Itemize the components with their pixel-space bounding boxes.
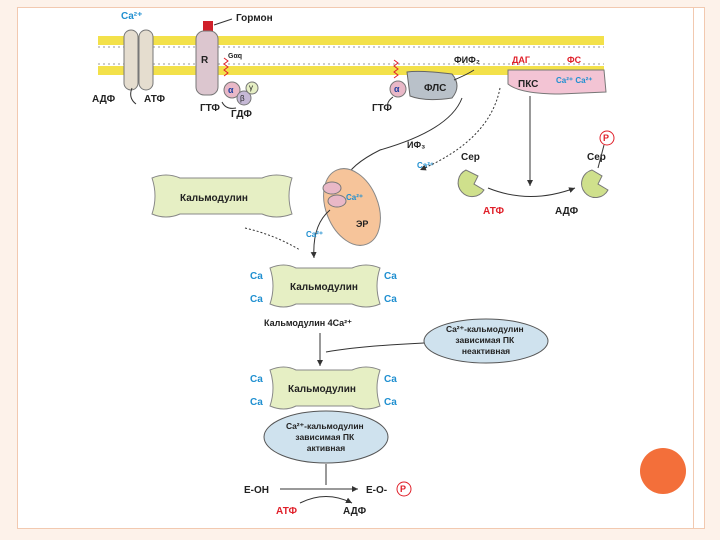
gamma-label: γ xyxy=(249,83,253,92)
e-o-label: E-O- xyxy=(366,485,387,496)
calmodulin-top xyxy=(151,174,293,218)
calmodulin-4ca-label: Кальмодулин 4Ca²⁺ xyxy=(264,318,352,328)
pkc-label: ПКС xyxy=(518,79,538,90)
ca-mid-bl: Ca xyxy=(250,294,263,305)
hormone-label: Гормон xyxy=(236,13,273,24)
gdf-label: ГДФ xyxy=(231,109,252,120)
p-top-label: P xyxy=(603,133,609,143)
er-label: ЭР xyxy=(356,219,368,229)
anchor-zigzag-2 xyxy=(393,59,399,79)
calmodulin-mid xyxy=(269,264,381,308)
alpha2-label: α xyxy=(394,84,400,94)
pk-active xyxy=(263,410,389,464)
substrate-left xyxy=(457,169,485,198)
ca-er-label: Ca²⁺ xyxy=(346,193,363,202)
calmodulin-bottom xyxy=(269,366,381,410)
adf-left-label: АДФ xyxy=(92,94,116,105)
pk-inactive xyxy=(423,318,549,364)
receptor-shape xyxy=(195,30,219,96)
ser-right-label: Сер xyxy=(587,152,606,163)
adf-pkc-label: АДФ xyxy=(555,206,579,217)
calmodulin-bottom-label: Кальмодулин xyxy=(288,384,356,395)
atf-pkc-label: АТФ xyxy=(483,206,504,217)
if3-label: ИФ₃ xyxy=(407,140,425,150)
phosphate-top xyxy=(599,130,615,146)
gtf2-label: ГТФ xyxy=(372,103,392,114)
plc-label: ФЛС xyxy=(424,83,446,94)
calmodulin-mid-label: Кальмодулин xyxy=(290,282,358,293)
ca-if3-label: Ca²⁺ xyxy=(417,161,434,170)
receptor-label: R xyxy=(201,55,209,66)
pk-inactive-label: Ca²⁺-кальмодулин зависимая ПК неактивная xyxy=(446,324,526,356)
hormone-shape xyxy=(203,21,213,34)
ca-mid-tl: Ca xyxy=(250,271,263,282)
anchor-zigzag xyxy=(223,57,229,77)
alpha1-label: α xyxy=(228,85,234,95)
cell-membrane xyxy=(98,36,604,75)
adf-bottom-label: АДФ xyxy=(343,506,367,517)
calcium-channel xyxy=(123,29,154,105)
fif2-label: ФИФ₂ xyxy=(454,55,480,65)
er-shape xyxy=(323,168,381,246)
ser-left-label: Сер xyxy=(461,152,480,163)
ca-bot-tr: Ca xyxy=(384,374,397,385)
calmodulin-top-label: Кальмодулин xyxy=(180,193,248,204)
g-alpha-active xyxy=(389,80,407,98)
ca-bot-tl: Ca xyxy=(250,374,263,385)
atf-left-label: АТФ xyxy=(144,94,165,105)
substrate-right xyxy=(581,169,609,199)
fs-label: ФС xyxy=(567,55,582,65)
ca-bot-bl: Ca xyxy=(250,397,263,408)
pkc-shape xyxy=(507,69,607,95)
ca-release-label: Ca²⁺ xyxy=(306,230,323,239)
beta-label: β xyxy=(240,94,245,103)
dag-label: ДАГ xyxy=(512,55,530,65)
e-oh-label: E-OH xyxy=(244,485,269,496)
ca-bot-br: Ca xyxy=(384,397,397,408)
ca-mid-br: Ca xyxy=(384,294,397,305)
ca-top-label: Ca²⁺ xyxy=(121,11,142,22)
p-bottom-label: P xyxy=(400,484,406,494)
gtf1-label: ГТФ xyxy=(200,103,220,114)
g-protein xyxy=(223,81,259,106)
ip3-receptor-1 xyxy=(322,181,342,195)
ip3-receptor-2 xyxy=(327,194,347,208)
ca-pkc-label: Ca²⁺ Ca²⁺ xyxy=(556,76,592,85)
pk-active-label: Ca²⁺-кальмодулин зависимая ПК активная xyxy=(286,421,366,453)
g-alpha-q-label: Gαq xyxy=(228,53,242,60)
ca-mid-tr: Ca xyxy=(384,271,397,282)
decorative-orange-circle xyxy=(640,448,686,494)
plc-shape xyxy=(406,70,458,101)
phosphate-bottom xyxy=(396,481,412,497)
atf-bottom-label: АТФ xyxy=(276,506,297,517)
right-border-line xyxy=(693,7,694,529)
